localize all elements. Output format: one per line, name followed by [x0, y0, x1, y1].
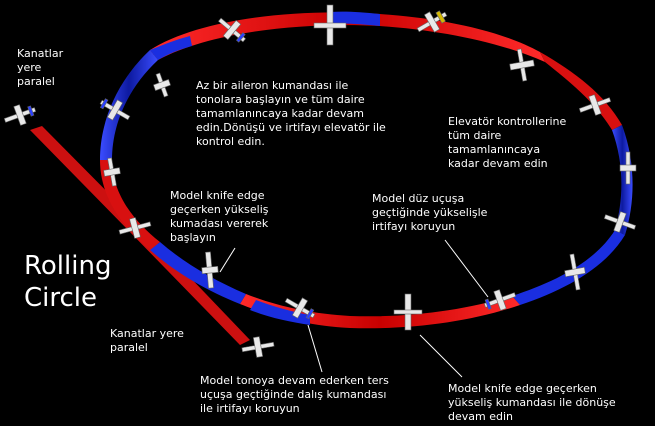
pointer-lines: [219, 239, 489, 378]
label-knife-edge-turn: Model knife edge geçerken yükseliş kuman…: [448, 382, 616, 423]
airplane-icon: [564, 253, 586, 291]
label-knife-edge-climb: Model knife edge geçerken yükseliş kumad…: [170, 189, 269, 244]
label-wings-level-top: Kanatlar yere paralel: [17, 47, 64, 88]
airplane-icon: [416, 10, 448, 33]
ellipse-ribbon: [100, 11, 633, 329]
airplane-icon: [118, 217, 152, 239]
label-inverted-dive: Model tonoya devam ederken ters uçuşa ge…: [200, 374, 389, 415]
airplane-icon: [483, 289, 517, 311]
airplane-icon: [603, 211, 637, 233]
airplane-icon: [3, 104, 37, 126]
airplane-icon: [201, 251, 219, 289]
airplane-icon: [509, 48, 535, 82]
diagram-title: Rolling Circle: [24, 251, 112, 313]
label-aileron-start: Az bir aileron kumandası ile tonolara ba…: [196, 79, 386, 148]
airplane-icon: [218, 17, 246, 43]
label-level-altitude: Model düz uçuşa geçtiğinde yükselişle ir…: [372, 192, 488, 233]
airplane-icon: [313, 4, 347, 46]
airplane-icon: [578, 94, 612, 116]
label-elevator-continue: Elevatör kontrollerine tüm daire tamamla…: [448, 115, 567, 170]
airplane-icon: [103, 157, 121, 187]
airplanes: [3, 4, 637, 358]
airplane-icon: [284, 297, 316, 320]
airplane-icon: [393, 293, 423, 331]
airplane-icon: [619, 151, 637, 185]
airplane-icon: [241, 336, 275, 358]
airplane-icon: [99, 98, 131, 121]
airplane-icon: [153, 72, 171, 98]
label-wings-level-bottom: Kanatlar yere paralel: [110, 327, 184, 354]
